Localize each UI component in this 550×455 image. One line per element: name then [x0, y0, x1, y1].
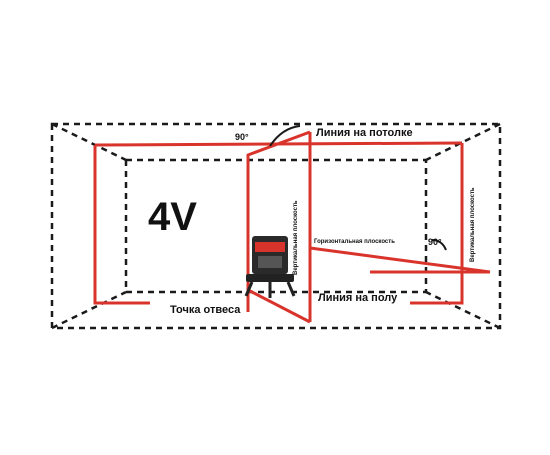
- angle-arc-right: [431, 239, 447, 251]
- plumb-point-label: Точка отвеса: [170, 304, 241, 316]
- corner-tl: [51, 122, 127, 162]
- horizontal-plane-upper: [309, 246, 491, 274]
- horizontal-plane-label: Горизонтальная плоскость: [314, 239, 395, 245]
- corner-br: [425, 290, 501, 330]
- floor-line-label: Линия на полу: [318, 292, 398, 304]
- corner-tr: [425, 122, 501, 162]
- corner-bl: [51, 290, 127, 330]
- ceiling-line-label: Линия на потолке: [316, 127, 413, 139]
- center-vertical-plane: [246, 130, 311, 312]
- left-vertical-laser: [93, 145, 150, 305]
- angle-arc-top: [269, 125, 301, 147]
- outer-frame: [50, 122, 502, 330]
- diagram-title: 4V: [148, 195, 197, 239]
- inner-frame: [124, 158, 428, 294]
- right-vertical-laser: [410, 143, 464, 305]
- vertical-plane-right-label: Вертикальная плоскость: [470, 187, 476, 262]
- room-outline: [50, 122, 502, 330]
- floor-laser-diagonal: [247, 288, 311, 324]
- vertical-plane-center-label: Вертикальная плоскость: [293, 200, 299, 275]
- laser-level-device: [244, 236, 296, 298]
- angle-top-label: 90°: [235, 132, 249, 142]
- laser-lines: [93, 130, 491, 324]
- angle-right-label: 90°: [428, 237, 442, 247]
